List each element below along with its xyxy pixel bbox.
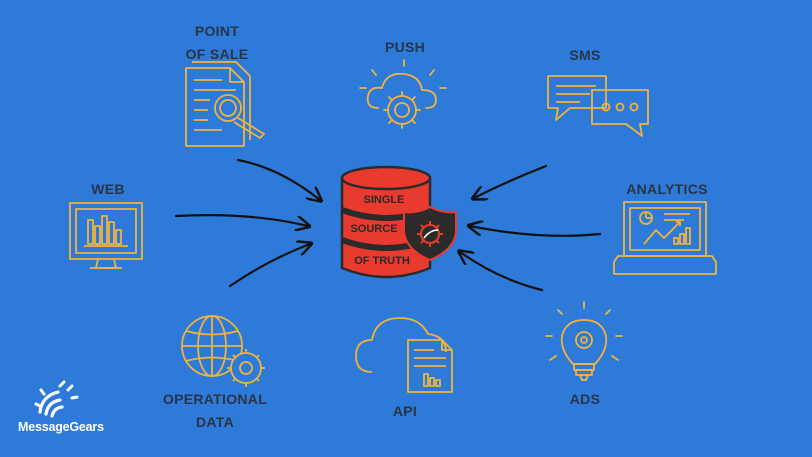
label-point-of-sale-line1: POINT <box>194 23 240 39</box>
label-point-of-sale: POINT OF SALE <box>172 20 262 66</box>
label-ads: ADS <box>569 391 601 407</box>
chat-bubbles-icon <box>547 75 649 137</box>
arrow-from-opdata <box>228 244 310 288</box>
laptop-analytics-icon <box>613 201 717 275</box>
arrow-from-analytics <box>470 226 602 237</box>
document-search-icon <box>185 61 265 147</box>
label-sms: SMS <box>569 47 601 63</box>
brand-name: MessageGears <box>18 420 104 434</box>
center-line1: SINGLE <box>364 194 405 206</box>
label-web: WEB <box>91 181 125 197</box>
label-analytics: ANALYTICS <box>626 181 708 197</box>
arrow-from-pos <box>236 158 320 200</box>
messagegears-logo-icon <box>34 380 79 418</box>
lightbulb-gear-icon <box>545 301 623 381</box>
label-operational-data-line1: OPERATIONAL <box>162 391 268 407</box>
label-point-of-sale-line2: OF SALE <box>185 46 249 62</box>
label-operational-data: OPERATIONAL DATA <box>150 388 280 434</box>
cloud-gear-icon <box>359 59 447 129</box>
label-operational-data-line2: DATA <box>195 414 234 430</box>
arrow-from-ads <box>460 252 544 292</box>
arrows <box>174 158 602 292</box>
globe-gear-icon <box>181 315 265 387</box>
arrow-from-web <box>174 214 308 226</box>
center-line2: SOURCE <box>350 223 397 235</box>
label-api: API <box>392 403 418 419</box>
database-shield-icon: SINGLE SOURCE OF TRUTH <box>340 165 457 279</box>
arrow-from-sms <box>474 164 548 198</box>
label-push: PUSH <box>384 39 426 55</box>
monitor-chart-icon <box>69 202 143 269</box>
cloud-document-icon <box>355 317 453 393</box>
center-line3: OF TRUTH <box>354 255 410 267</box>
